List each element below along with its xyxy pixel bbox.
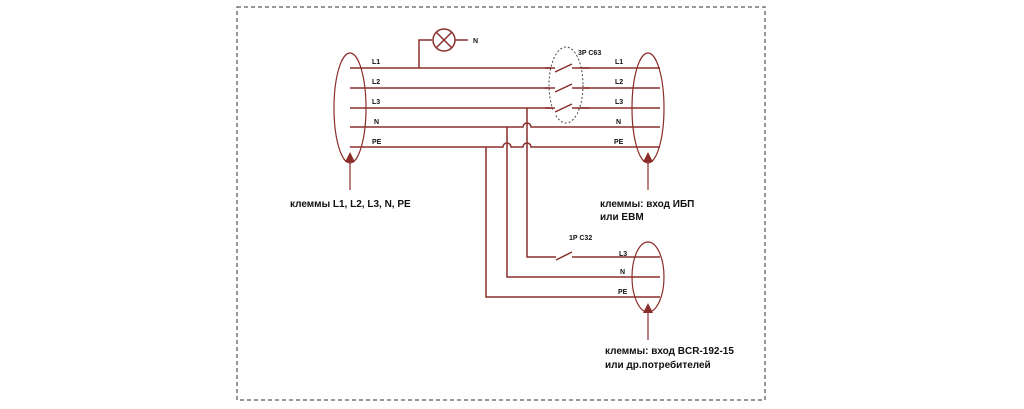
ups-label-pe: PE (614, 139, 624, 146)
source-label-l2: L2 (372, 79, 380, 86)
ups-label-l2: L2 (615, 79, 623, 86)
ups-caption-line2: или ЕВМ (600, 212, 644, 223)
bus-line-n (350, 122, 660, 128)
source-caption: клеммы L1, L2, L3, N, PE (290, 199, 411, 210)
source-label-pe: PE (372, 139, 382, 146)
main-bus (350, 67, 660, 148)
branch-n-wire (506, 127, 660, 278)
source-terminals: L1 L2 L3 N PE клеммы L1, L2, L3, N, PE (290, 52, 411, 210)
arrow-up-icon (345, 152, 355, 162)
branch-pe-wire (485, 147, 660, 298)
breaker-3p-label: 3P C63 (578, 50, 601, 57)
dashed-frame (236, 6, 766, 401)
ups-caption-line1: клеммы: вход ИБП (600, 199, 694, 210)
ups-label-l3: L3 (615, 99, 623, 106)
ups-label-n: N (616, 119, 621, 126)
bcr-caption-line2: или др.потребителей (605, 359, 711, 371)
lamp-label: N (473, 38, 478, 45)
arrow-up-icon (643, 303, 653, 313)
bcr-label-l3: L3 (619, 251, 627, 258)
indicator-lamp: N (418, 28, 478, 68)
ups-terminals: L1 L2 L3 N PE клеммы: вход ИБП или ЕВМ (600, 52, 694, 223)
branch-wires: 1P C32 (485, 108, 660, 298)
bus-line-pe (350, 142, 660, 148)
bcr-label-n: N (620, 269, 625, 276)
arrow-up-icon (643, 152, 653, 162)
branch-l3-wire (526, 108, 556, 258)
breaker-1p-label: 1P C32 (569, 235, 592, 242)
breaker-3p: 3P C63 (545, 46, 601, 124)
bcr-terminals: L3 N PE клеммы: вход BCR-192-15 или др.п… (605, 241, 734, 371)
bcr-label-pe: PE (618, 289, 628, 296)
source-label-l3: L3 (372, 99, 380, 106)
ups-label-l1: L1 (615, 59, 623, 66)
source-label-l1: L1 (372, 59, 380, 66)
bcr-caption-line1: клеммы: вход BCR-192-15 (605, 346, 734, 357)
source-label-n: N (374, 119, 379, 126)
